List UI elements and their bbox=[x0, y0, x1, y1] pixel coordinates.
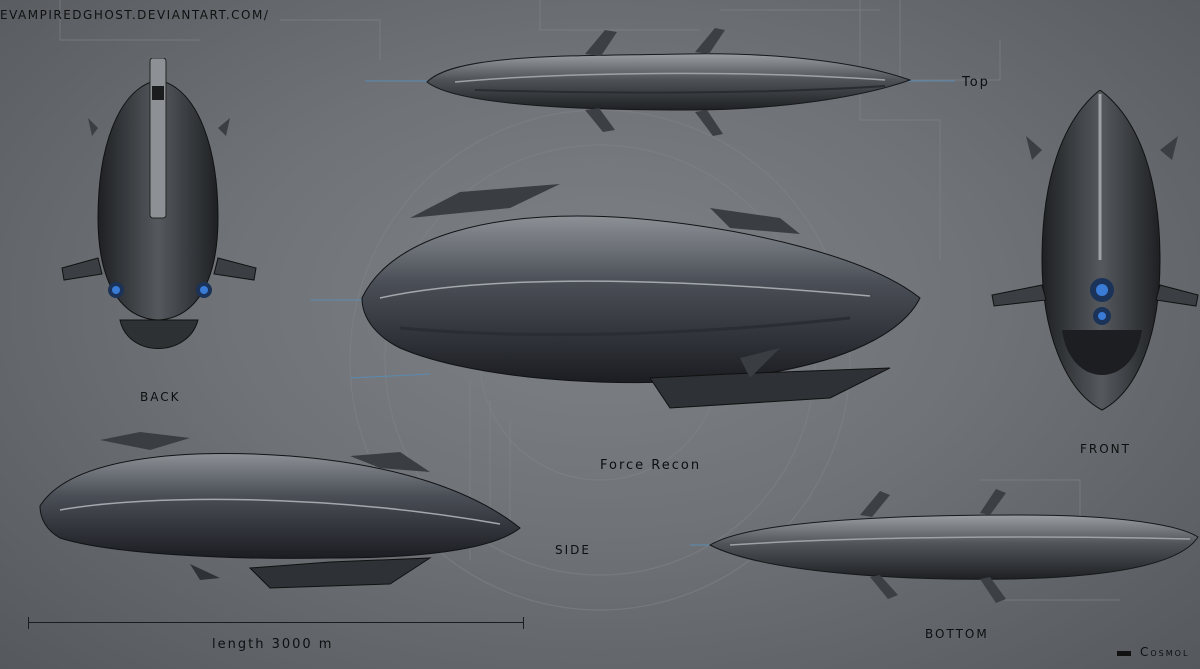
ship-top-view bbox=[365, 24, 955, 140]
ship-main-view bbox=[310, 178, 940, 423]
ship-side-view bbox=[30, 428, 530, 596]
credit-mark bbox=[1117, 651, 1131, 656]
scale-label: length 3000 m bbox=[212, 637, 334, 652]
scale-bar bbox=[28, 617, 524, 629]
watermark-text: EVAMPIREDGHOST.DEVIANTART.COM/ bbox=[0, 8, 270, 22]
view-label-side: SIDE bbox=[555, 543, 591, 557]
ship-title: Force Recon bbox=[600, 458, 702, 473]
view-label-back: BACK bbox=[140, 390, 181, 404]
ship-front-view bbox=[990, 90, 1200, 412]
ship-bottom-view bbox=[690, 485, 1200, 609]
view-label-top: Top bbox=[962, 75, 990, 90]
view-label-front: FRONT bbox=[1080, 442, 1131, 456]
credit-text: Cosmol bbox=[1140, 645, 1190, 659]
view-label-bottom: BOTTOM bbox=[925, 627, 989, 641]
ship-back-view bbox=[58, 58, 263, 380]
